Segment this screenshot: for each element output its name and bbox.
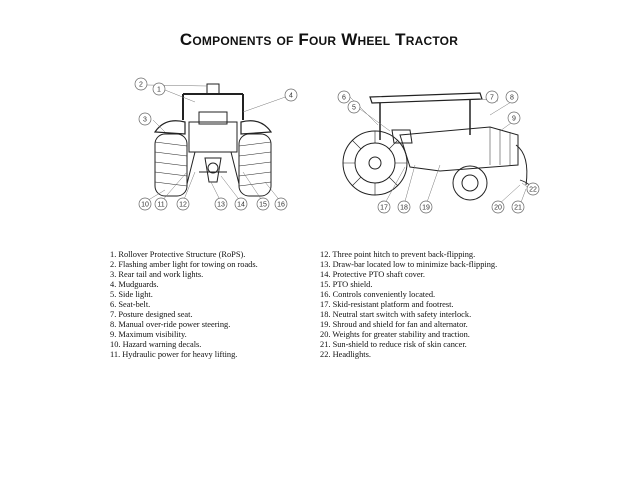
component-item: 18. Neutral start switch with safety int…	[320, 310, 472, 319]
callout-circle	[176, 197, 190, 211]
callout-circle	[511, 200, 525, 214]
component-item: 22. Headlights.	[320, 350, 371, 359]
component-item: 10. Hazard warning decals.	[110, 340, 202, 349]
callout-label: 16	[277, 202, 285, 209]
callout-label: 3	[143, 117, 147, 124]
callout-label: 2	[139, 82, 143, 89]
callout-circle	[491, 200, 505, 214]
callout-label: 19	[422, 205, 430, 212]
component-item: 9. Maximum visibility.	[110, 330, 187, 339]
callout-circle	[419, 200, 433, 214]
callout-circle	[505, 90, 519, 104]
callout-label: 12	[179, 202, 187, 209]
callout-circle	[234, 197, 248, 211]
component-item: 16. Controls conveniently located.	[320, 290, 436, 299]
callout-label: 20	[494, 205, 502, 212]
callout-circle	[256, 197, 270, 211]
callout-circle	[397, 200, 411, 214]
callout-label: 13	[217, 202, 225, 209]
amber-light-shape	[206, 83, 220, 95]
component-item: 1. Rollover Protective Structure (RoPS).	[110, 250, 246, 259]
component-item: 12. Three point hitch to prevent back-fl…	[320, 250, 476, 259]
component-item: 8. Manual over-ride power steering.	[110, 320, 231, 329]
callout-label: 6	[342, 95, 346, 102]
callout-label: 10	[141, 202, 149, 209]
callout-label: 21	[514, 205, 522, 212]
component-item: 2. Flashing amber light for towing on ro…	[110, 260, 258, 269]
components-list-left: 1. Rollover Protective Structure (RoPS).…	[110, 250, 310, 360]
page-title: Components of Four Wheel Tractor	[179, 30, 459, 49]
callout-circle	[284, 88, 298, 102]
callout-circle	[138, 112, 152, 126]
callout-circle	[152, 82, 166, 96]
callout-label: 17	[380, 205, 388, 212]
components-list-right: 12. Three point hitch to prevent back-fl…	[320, 250, 560, 360]
callout-circle	[507, 111, 521, 125]
component-item: 5. Side light.	[110, 290, 153, 299]
callout-circle	[154, 197, 168, 211]
callout-circle	[214, 197, 228, 211]
component-item: 15. PTO shield.	[320, 280, 373, 289]
callout-label: 1	[157, 87, 161, 94]
callout-circle	[337, 90, 351, 104]
callout-label: 4	[289, 93, 293, 100]
component-item: 19. Shroud and shield for fan and altern…	[320, 320, 468, 329]
component-item: 14. Protective PTO shaft cover.	[320, 270, 425, 279]
callout-circle	[485, 90, 499, 104]
callout-label: 5	[352, 105, 356, 112]
callout-circle	[347, 100, 361, 114]
callout-label: 9	[512, 116, 516, 123]
callout-label: 14	[237, 202, 245, 209]
component-item: 17. Skid-resistant platform and footrest…	[320, 300, 454, 309]
callout-circle	[274, 197, 288, 211]
component-item: 4. Mudguards.	[110, 280, 159, 289]
callout-label: 22	[529, 187, 537, 194]
component-item: 7. Posture designed seat.	[110, 310, 193, 319]
component-item: 21. Sun-shield to reduce risk of skin ca…	[320, 340, 467, 349]
component-item: 11. Hydraulic power for heavy lifting.	[110, 350, 238, 359]
component-item: 3. Rear tail and work lights.	[110, 270, 204, 279]
callout-circle	[526, 182, 540, 196]
callout-circle	[138, 197, 152, 211]
callout-label: 18	[400, 205, 408, 212]
callout-circle	[134, 77, 148, 91]
component-item: 13. Draw-bar located low to minimize bac…	[320, 260, 498, 269]
tractor-rear-view-illustration: 2 1 4 3 10 11 12 13 14 15 16	[134, 77, 298, 211]
callout-label: 8	[510, 95, 514, 102]
callout-label: 7	[490, 95, 494, 102]
callout-circle	[377, 200, 391, 214]
callout-label: 11	[157, 202, 164, 209]
callout-label: 15	[259, 202, 267, 209]
component-item: 20. Weights for greater stability and tr…	[320, 330, 470, 339]
component-item: 6. Seat-belt.	[110, 300, 151, 309]
tractor-side-view-illustration: 6 5 7 8 9 22 17 18 19 20 21	[337, 90, 540, 214]
